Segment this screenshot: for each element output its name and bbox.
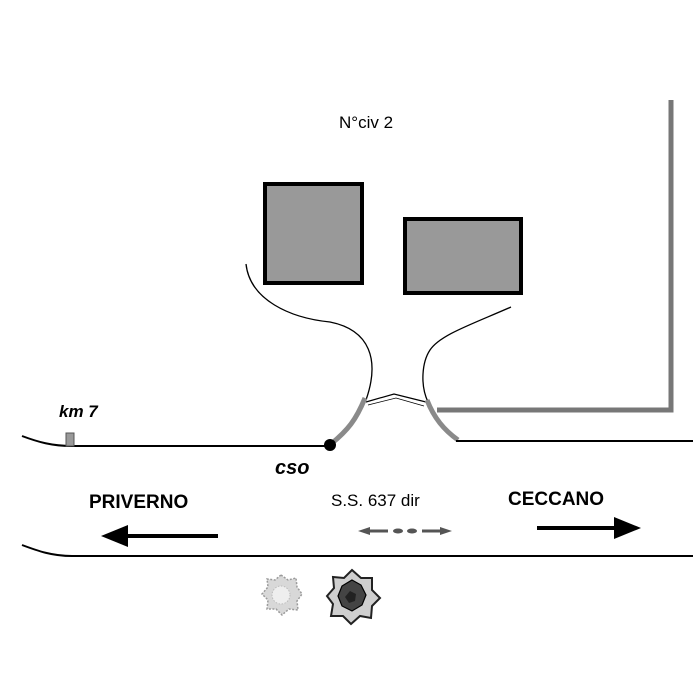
km-marker-post [65,432,75,447]
driveway-edge-right [422,306,512,403]
driveway-edge-left [245,263,373,401]
cso-point [324,439,336,451]
arrowhead-right-small [440,527,452,535]
tree-light-icon [260,574,303,617]
arrow-left-icon [101,525,218,547]
road-name-label: S.S. 637 dir [331,491,420,510]
building-left [263,182,364,285]
road-direction-indicator [358,527,452,535]
property-wall [437,100,674,413]
arrow-right-icon [537,517,641,539]
building-right [403,217,523,295]
road-edge-bottom [21,544,693,557]
gate-post-right [424,399,460,443]
cso-label: cso [275,457,309,479]
direction-right-label: CECCANO [508,489,604,510]
arrowhead-left-small [358,527,370,535]
civic-number-label: N°civ 2 [339,113,393,132]
gate-post-left [329,397,368,446]
gate-bar-inner [367,397,425,407]
gate-bar [365,393,427,403]
km-marker-label: km 7 [59,402,99,421]
tree-dark-icon [325,568,382,626]
direction-left-label: PRIVERNO [89,492,188,513]
